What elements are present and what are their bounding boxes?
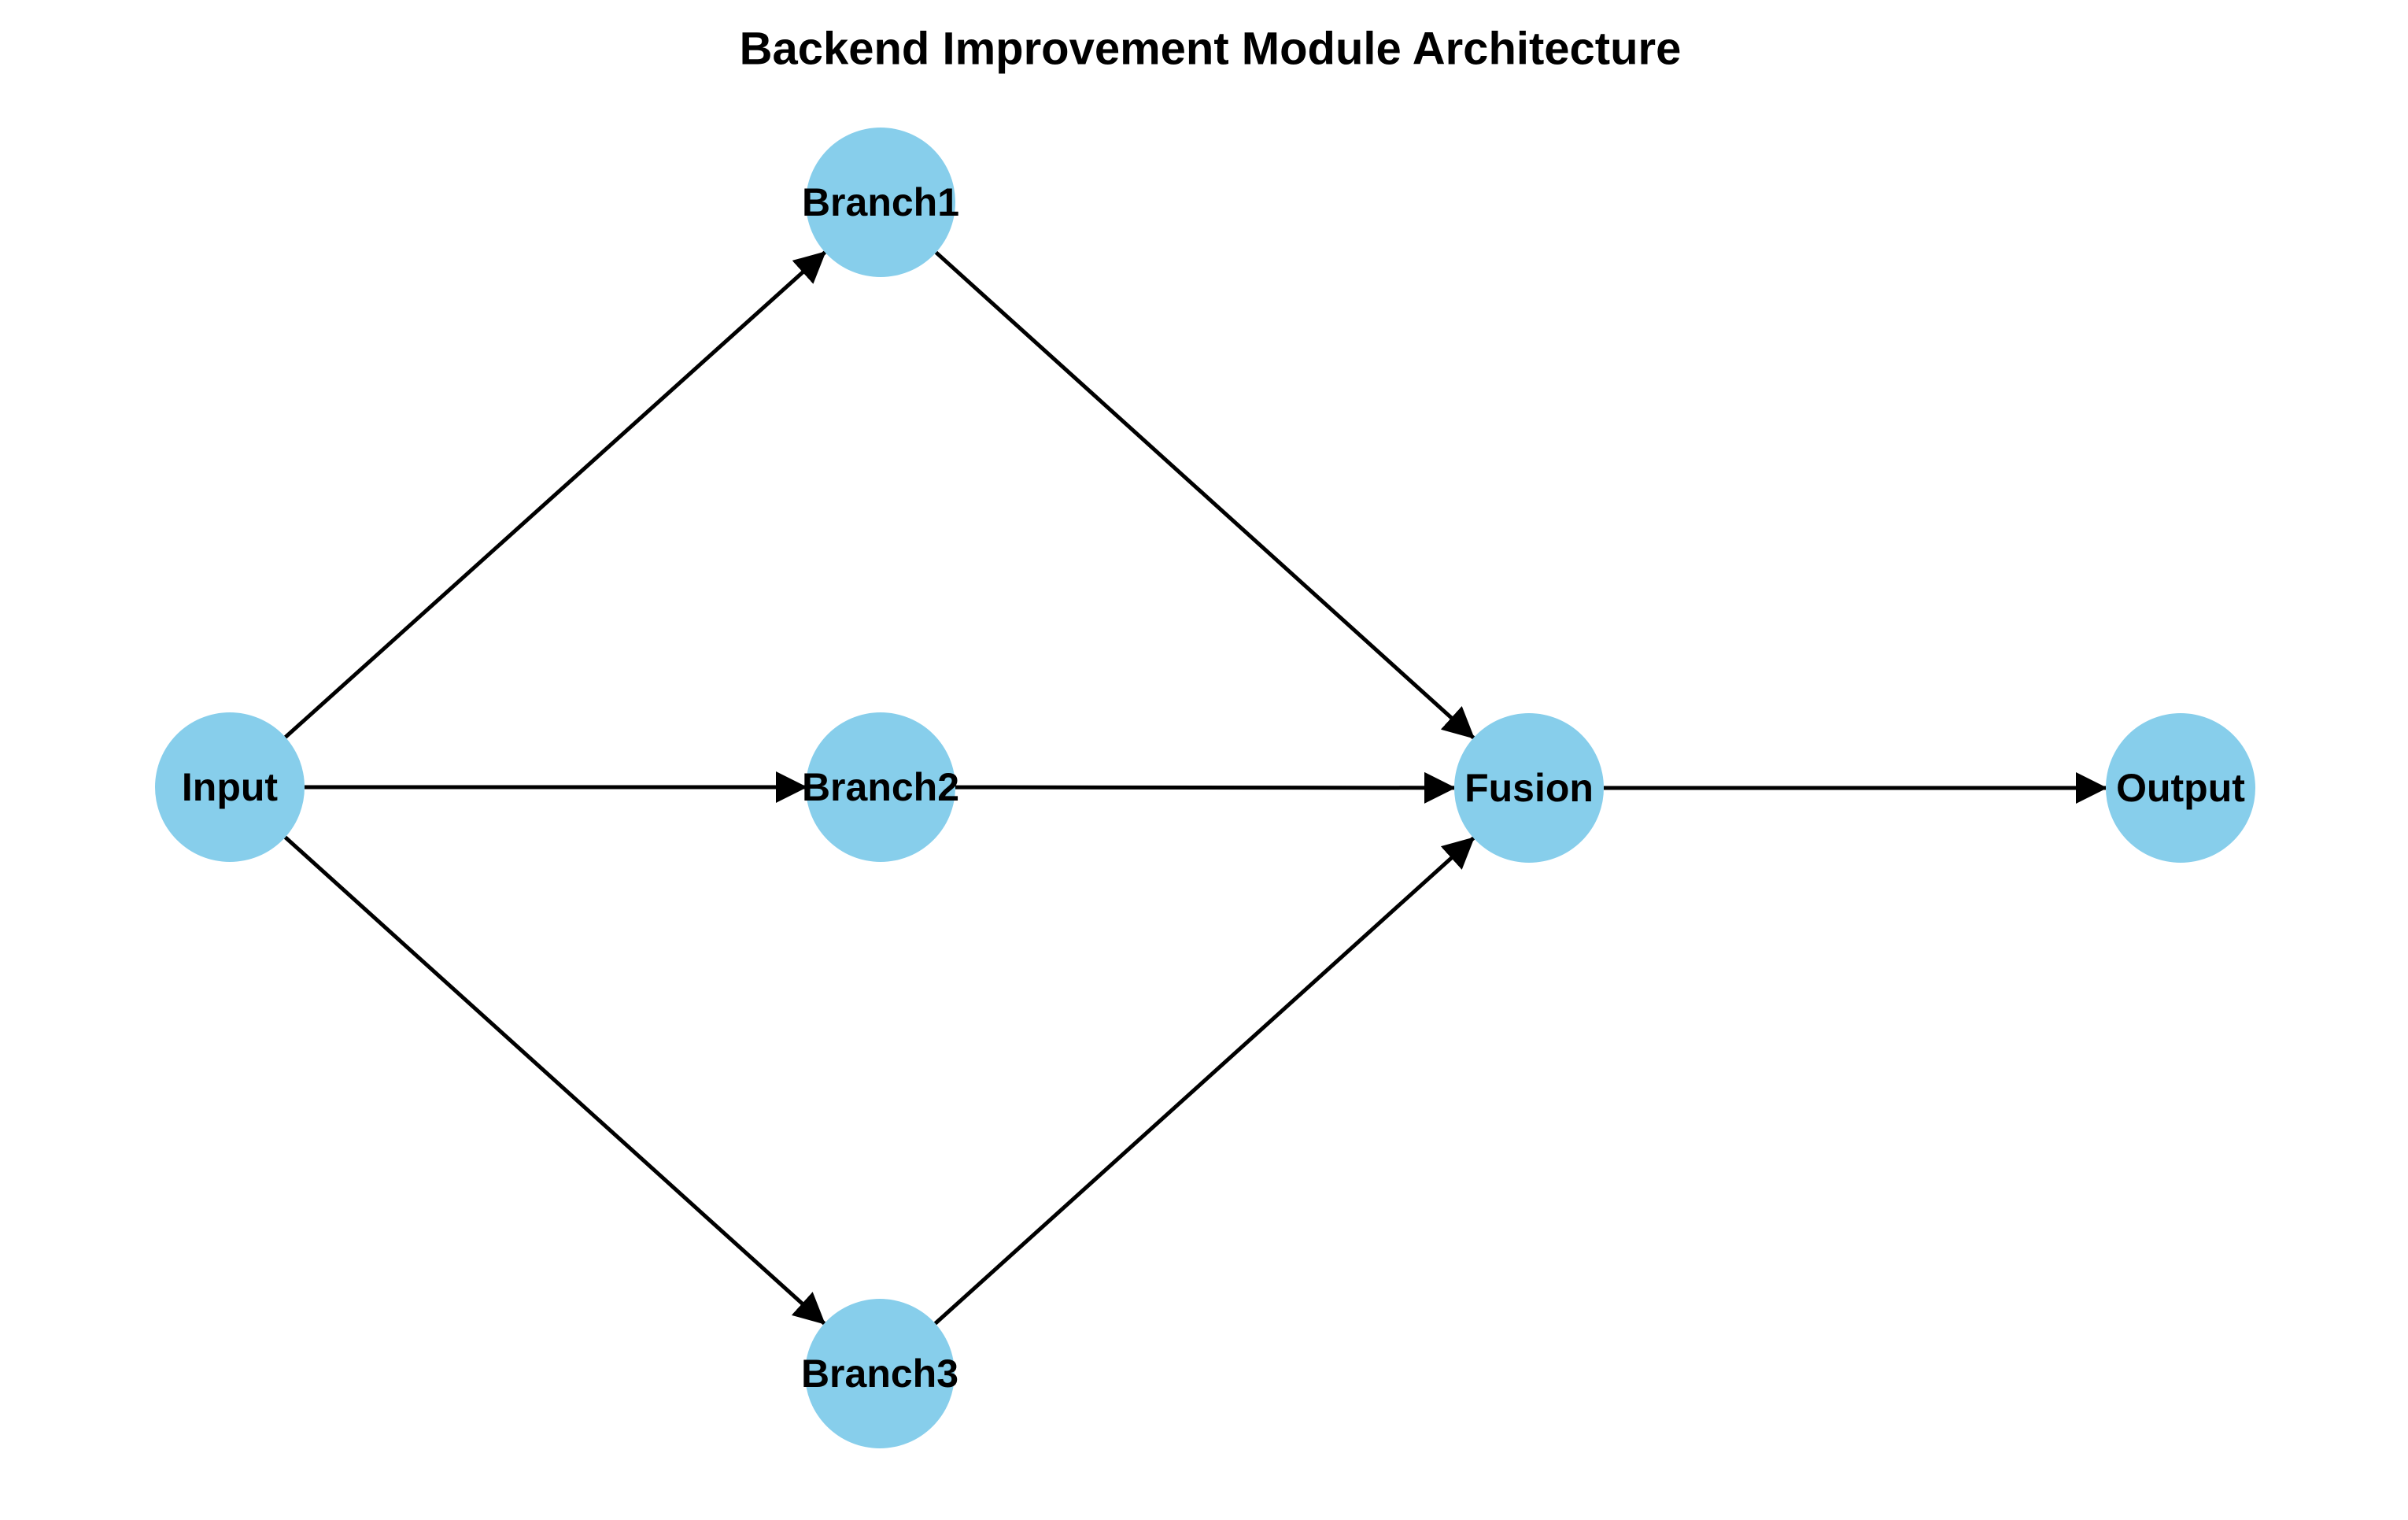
node-branch1: [806, 128, 955, 277]
edge-input-branch1: [284, 250, 826, 739]
node-branch3: [805, 1299, 955, 1448]
node-branch2: [806, 712, 955, 862]
node-label-branch1: Branch1: [802, 180, 959, 224]
node-label-branch3: Branch3: [801, 1352, 958, 1396]
node-label-branch2: Branch2: [802, 765, 959, 809]
edge-branch2-fusion: [955, 771, 1456, 804]
node-label-input: Input: [182, 765, 279, 809]
node-label-fusion: Fusion: [1464, 766, 1594, 810]
edge-branch3-fusion: [933, 836, 1475, 1326]
edges-layer: [283, 250, 2107, 1326]
node-fusion: [1454, 713, 1604, 863]
node-input: [155, 712, 305, 862]
diagram-title: Backend Improvement Module Architecture: [740, 24, 1682, 75]
node-output: [2106, 713, 2255, 863]
edge-branch1-fusion: [934, 250, 1475, 740]
edge-input-branch3: [283, 835, 826, 1326]
node-label-output: Output: [2116, 766, 2245, 810]
